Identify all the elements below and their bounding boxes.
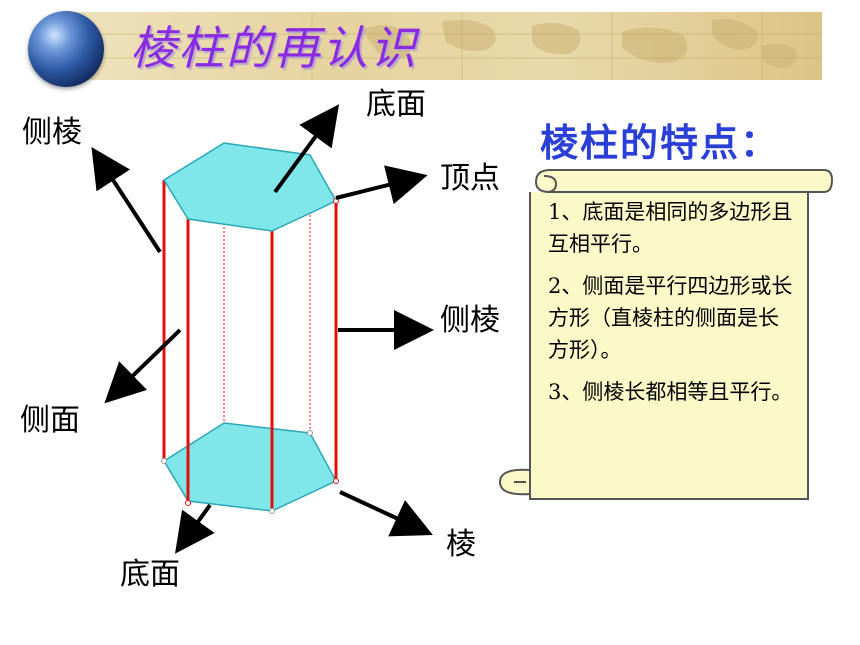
title-banner bbox=[62, 12, 822, 80]
features-list: 1、底面是相同的多边形且互相平行。 2、侧面是平行四边形或长方形（直棱柱的侧面是… bbox=[548, 196, 798, 418]
label-lateral-edge-right: 侧棱 bbox=[440, 303, 500, 338]
vertex-dot bbox=[185, 500, 191, 506]
label-base-top: 底面 bbox=[366, 87, 426, 122]
world-map-decoration bbox=[62, 12, 822, 80]
label-lateral-face: 侧面 bbox=[20, 403, 80, 438]
vertex-dot bbox=[307, 430, 313, 436]
scroll-bottom-roll bbox=[498, 468, 531, 496]
features-heading: 棱柱的特点： bbox=[540, 121, 781, 165]
page-title: 棱柱的再认识 bbox=[130, 21, 418, 75]
feature-item: 2、侧面是平行四边形或长方形（直棱柱的侧面是长方形）。 bbox=[548, 274, 793, 362]
feature-item: 1、底面是相同的多边形且互相平行。 bbox=[548, 200, 793, 256]
top-base-face bbox=[162, 142, 338, 232]
arrow-base-top bbox=[273, 104, 340, 194]
features-panel bbox=[529, 192, 809, 500]
arrow-lateral-edge-left bbox=[91, 146, 162, 254]
arrow-vertex bbox=[335, 165, 428, 205]
arrow-edge bbox=[339, 490, 433, 537]
label-vertex: 顶点 bbox=[440, 161, 500, 196]
label-lateral-edge-left: 侧棱 bbox=[22, 115, 82, 150]
arrow-base-bottom bbox=[175, 503, 215, 554]
vertex-dot bbox=[333, 478, 339, 484]
feature-item: 3、侧棱长都相等且平行。 bbox=[548, 380, 793, 404]
scroll-top-roll bbox=[534, 169, 834, 193]
label-base-bottom: 底面 bbox=[120, 557, 180, 592]
label-edge: 棱 bbox=[446, 527, 476, 562]
vertex-dot bbox=[333, 198, 339, 204]
vertex-dot bbox=[161, 458, 167, 464]
globe-icon bbox=[28, 11, 104, 87]
vertex-dot bbox=[269, 508, 275, 514]
bottom-base-face bbox=[162, 422, 338, 512]
arrow-lateral-face bbox=[104, 328, 182, 404]
